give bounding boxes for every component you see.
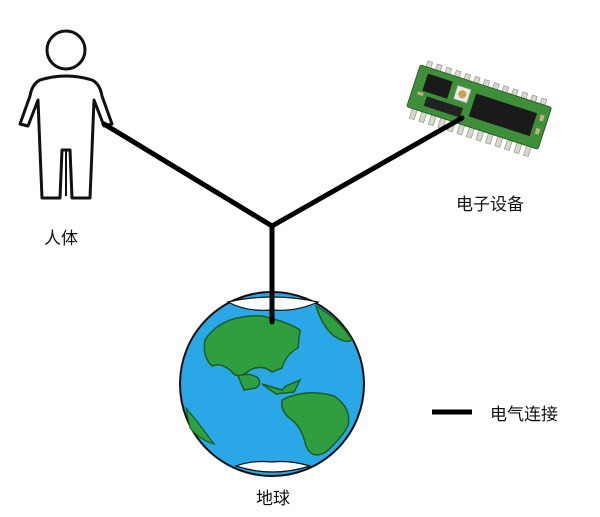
earth-label: 地球 [256,489,290,509]
human-label: 人体 [44,229,78,249]
electronic-device-icon [406,60,552,158]
legend-label: 电气连接 [490,405,558,425]
human-figure-icon [18,29,114,200]
earth-globe-icon [179,291,365,477]
device-label: 电子设备 [456,195,524,215]
wire-device-junction [269,115,465,229]
wire-human-junction [101,121,275,229]
